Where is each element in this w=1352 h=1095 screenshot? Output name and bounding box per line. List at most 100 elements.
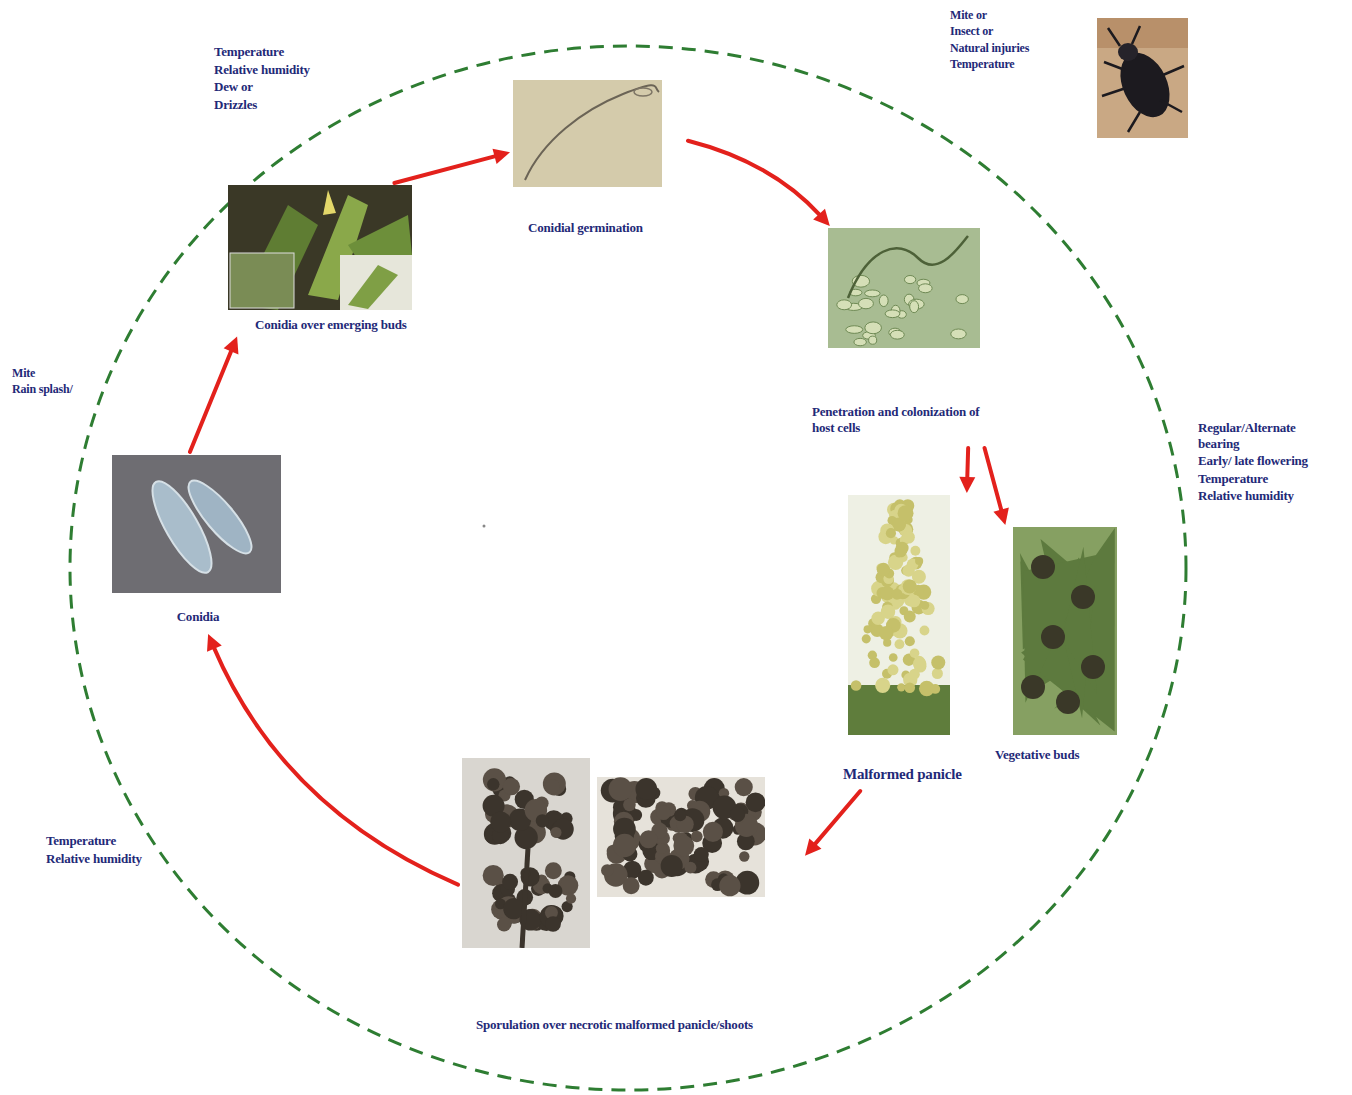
necrotic-cluster	[549, 884, 563, 898]
stage-photo	[1013, 527, 1117, 735]
necrotic-cluster	[601, 864, 614, 877]
stage-photo	[112, 455, 281, 593]
necrotic-cluster	[503, 778, 520, 795]
necrotic-cluster	[638, 870, 654, 886]
flower-cluster	[915, 557, 923, 565]
stage-caption: Conidia	[108, 609, 288, 625]
necrotic-cluster	[730, 807, 745, 822]
necrotic-cluster	[502, 874, 518, 890]
necrotic-cluster	[640, 830, 658, 848]
necrotic-cluster	[746, 792, 765, 812]
arrow-line	[394, 156, 496, 183]
necrotic-cluster	[561, 876, 577, 892]
arrow-head	[805, 838, 821, 855]
flower-cluster	[902, 564, 914, 576]
stage-node: Conidia	[108, 452, 290, 634]
host-cell	[919, 284, 933, 293]
flower-cluster	[875, 678, 890, 693]
flower-cluster	[909, 669, 920, 680]
factor-label: Temperature	[948, 57, 1016, 71]
host-cell	[904, 275, 915, 283]
stage-caption: Penetration and colonization of host cel…	[812, 404, 984, 435]
factor-label: Temperature	[44, 833, 118, 849]
host-cell	[854, 338, 866, 345]
cycle-arrow	[394, 149, 510, 183]
beetle-photo	[1097, 18, 1188, 138]
arrow-head	[959, 477, 975, 493]
host-cell	[951, 329, 966, 339]
factor-list: Regular/Alternate bearingEarly/ late flo…	[1196, 420, 1341, 506]
malformed-bud	[1081, 655, 1105, 679]
flower-cluster	[904, 610, 916, 622]
necrotic-cluster	[694, 847, 709, 862]
malformed-bud	[1021, 675, 1045, 699]
arrow-line	[688, 141, 820, 216]
cycle-arrow	[805, 791, 860, 856]
flower-cluster	[864, 625, 872, 633]
photo-ground	[462, 758, 590, 948]
factor-list: TemperatureRelative humidity	[44, 833, 144, 868]
necrotic-cluster	[483, 768, 506, 791]
conidium-shape	[634, 88, 652, 96]
factor-list: Mite orInsect orNatural injuriesTemperat…	[948, 8, 1031, 74]
leaf-shape	[1023, 528, 1115, 732]
germ-tube	[525, 85, 659, 180]
stage-caption: Malformed panicle	[843, 765, 985, 783]
factor-label: Rain splash/	[10, 382, 75, 396]
factor-label: Dew or	[212, 79, 255, 95]
cycle-arrow	[688, 141, 830, 226]
cycle-arrow	[985, 448, 1009, 525]
flower-cluster	[903, 579, 917, 593]
beetle-legs	[1102, 26, 1184, 132]
photo-ground	[112, 455, 281, 593]
photo-ground	[513, 80, 662, 187]
factor-list: MiteRain splash/	[10, 366, 75, 399]
inset-photo	[230, 253, 294, 308]
stage-node: Penetration and colonization of host cel…	[808, 226, 990, 448]
flower-cluster	[910, 546, 920, 556]
stage-photo	[597, 777, 765, 897]
stage-node: Sporulation over necrotic malformed pani…	[458, 755, 805, 1043]
arrow-head	[492, 149, 510, 164]
flower-cluster	[920, 626, 930, 636]
necrotic-cluster	[623, 798, 636, 811]
flower-cluster	[879, 626, 893, 640]
flower-cluster	[898, 505, 914, 521]
flower-cluster	[891, 589, 902, 600]
factor-label: Drizzles	[212, 97, 259, 113]
necrotic-cluster	[613, 834, 636, 857]
necrotic-cluster	[684, 862, 696, 874]
flower-cluster	[921, 601, 930, 610]
necrotic-cluster	[543, 772, 566, 795]
factor-list: TemperatureRelative humidityDew orDrizzl…	[212, 44, 312, 114]
cycle-arrow	[190, 337, 239, 452]
inset-photo	[340, 255, 412, 310]
arrow-head	[813, 209, 830, 226]
necrotic-cluster	[483, 865, 504, 886]
photo-ground	[848, 495, 950, 735]
host-cell	[879, 295, 888, 307]
host-cell	[865, 322, 882, 334]
flower-cluster	[913, 657, 926, 670]
shoot-stem	[522, 848, 528, 948]
flower-cluster	[851, 680, 862, 691]
malformed-bud	[1031, 555, 1055, 579]
flower-cluster	[930, 684, 940, 694]
flower-cluster	[881, 604, 895, 618]
stage-photo	[828, 228, 980, 348]
necrotic-cluster	[609, 777, 633, 801]
necrotic-cluster	[536, 814, 549, 827]
stage-photo	[513, 80, 662, 187]
arrow-head	[993, 507, 1008, 525]
flower-cluster	[931, 655, 945, 669]
stage-photo	[228, 185, 412, 310]
factor-label: Relative humidity	[1196, 488, 1296, 504]
necrotic-cluster	[551, 827, 562, 838]
necrotic-cluster	[656, 843, 667, 854]
flower-cluster	[889, 653, 898, 662]
necrotic-cluster	[490, 811, 511, 832]
stage-caption: Vegetative buds	[995, 747, 1122, 763]
stage-node: Conidia over emerging buds	[225, 183, 467, 337]
necrotic-cluster	[503, 898, 524, 919]
